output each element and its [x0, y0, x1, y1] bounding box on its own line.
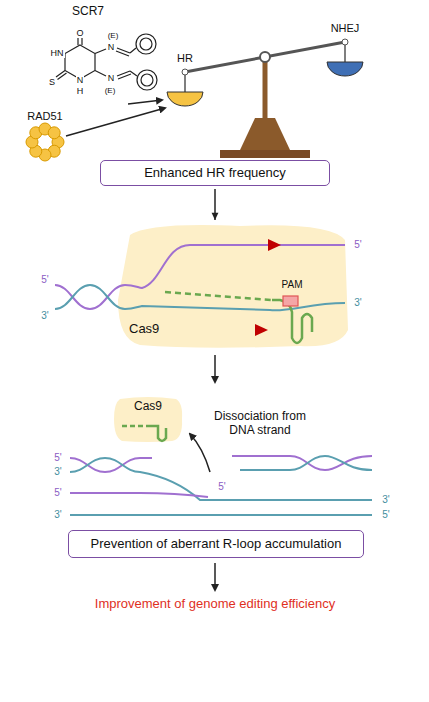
result-text: Improvement of genome editing efficiency: [95, 597, 335, 612]
compound-name: SCR7: [72, 5, 104, 19]
strand-end: 5': [54, 487, 61, 499]
strand-end: 5': [218, 481, 225, 493]
strand-end: 3': [54, 509, 61, 521]
process-box: Prevention of aberrant R-loop accumulati…: [68, 530, 364, 558]
note: Dissociation from DNA strand: [206, 410, 314, 438]
box-text: Prevention of aberrant R-loop accumulati…: [91, 537, 342, 552]
cas9-shape: Cas9: [115, 222, 350, 350]
process-box: Enhanced HR frequency: [100, 160, 330, 186]
cas9-label: Cas9: [129, 322, 159, 337]
atom-label: N: [76, 76, 85, 85]
rad51-ring: [26, 123, 64, 161]
arrow: [128, 100, 162, 104]
pam-label: PAM: [282, 279, 303, 291]
strand-end: 3': [41, 310, 48, 322]
stereo-label: (E): [107, 32, 120, 40]
pathway-label: HR: [177, 52, 193, 65]
strand-end: 5': [54, 452, 61, 464]
stereo-label: (E): [104, 87, 117, 95]
strand-end: 5': [382, 509, 389, 521]
balance: [167, 39, 363, 158]
atom-label: S: [48, 78, 56, 87]
arrow: [214, 563, 216, 590]
atom-label: H: [76, 87, 85, 96]
atom-label: HN: [50, 49, 65, 58]
cas9-label: Cas9: [134, 400, 162, 414]
strand-end: 5': [41, 274, 48, 286]
dna-rloop: [70, 426, 372, 515]
cas9-shape: Cas9: [112, 395, 184, 443]
arrow: [66, 108, 165, 136]
arrow: [214, 355, 216, 382]
strand-end: 3': [382, 494, 389, 506]
box-text: Enhanced HR frequency: [144, 166, 286, 181]
strand-end: 5': [354, 239, 361, 251]
scr7-structure: [56, 34, 157, 90]
pathway-label: NHEJ: [331, 22, 360, 35]
protein-label: RAD51: [27, 110, 62, 123]
strand-end: 3': [354, 297, 361, 309]
atom-label: N: [107, 43, 116, 52]
atom-label: N: [107, 74, 116, 83]
connector-arrow: [212, 189, 219, 220]
atom-label: O: [75, 29, 84, 38]
strand-end: 3': [54, 466, 61, 478]
